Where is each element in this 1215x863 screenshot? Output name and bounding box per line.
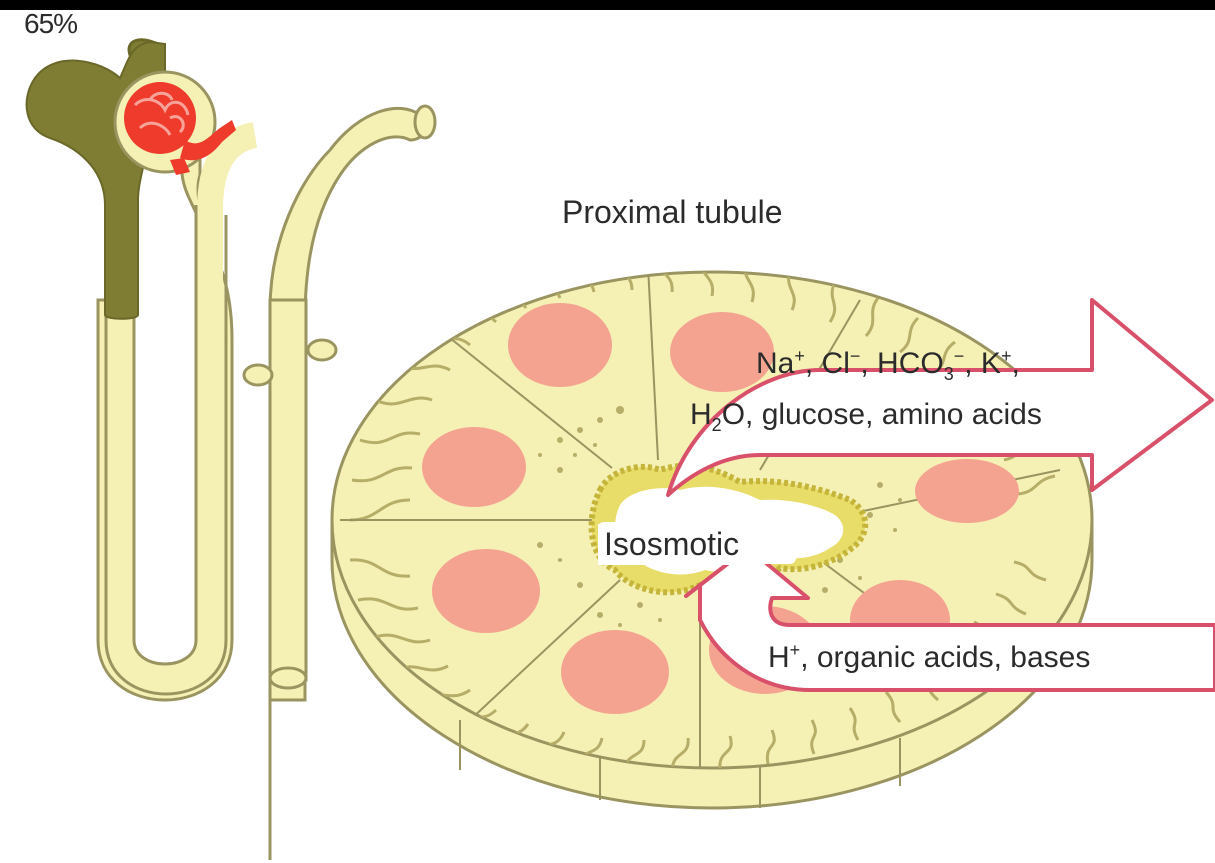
loop-of-henle-tube bbox=[120, 135, 255, 678]
k-charge: + bbox=[1001, 346, 1012, 366]
h2o-subscript: 2 bbox=[712, 415, 722, 435]
cl-charge: − bbox=[850, 346, 861, 366]
reabsorption-percent-label: 65% bbox=[24, 8, 77, 40]
na-text: Na bbox=[756, 347, 794, 380]
collecting-duct-body bbox=[270, 300, 306, 680]
line2-rest: O, glucose, amino acids bbox=[722, 398, 1042, 431]
na-charge: + bbox=[794, 346, 805, 366]
k-text: , K bbox=[964, 347, 1001, 380]
secreted-rest: , organic acids, bases bbox=[800, 641, 1090, 674]
section-title: Proximal tubule bbox=[562, 194, 783, 231]
h-charge: + bbox=[790, 640, 801, 660]
collecting-duct-cap bbox=[415, 106, 435, 138]
reabsorbed-solutes-line-2: H2O, glucose, amino acids bbox=[690, 398, 1042, 436]
hco-charge: − bbox=[954, 346, 965, 366]
hco-text: , HCO bbox=[860, 347, 943, 380]
h-ion: H bbox=[768, 641, 790, 674]
collecting-duct-end bbox=[270, 668, 306, 688]
loop-of-henle-outline-inner bbox=[134, 205, 196, 664]
secreted-solutes: H+, organic acids, bases bbox=[768, 640, 1090, 675]
hco-subscript: 3 bbox=[944, 364, 954, 384]
side-branch-1 bbox=[244, 365, 272, 385]
line1-end: , bbox=[1011, 347, 1019, 380]
top-border bbox=[0, 0, 1215, 10]
h2o-h: H bbox=[690, 398, 712, 431]
side-branch-2 bbox=[308, 340, 336, 360]
lumen-label: Isosmotic bbox=[598, 524, 745, 565]
cl-text: , Cl bbox=[805, 347, 850, 380]
reabsorbed-solutes-line-1: Na+, Cl−, HCO3−, K+, bbox=[756, 346, 1020, 385]
